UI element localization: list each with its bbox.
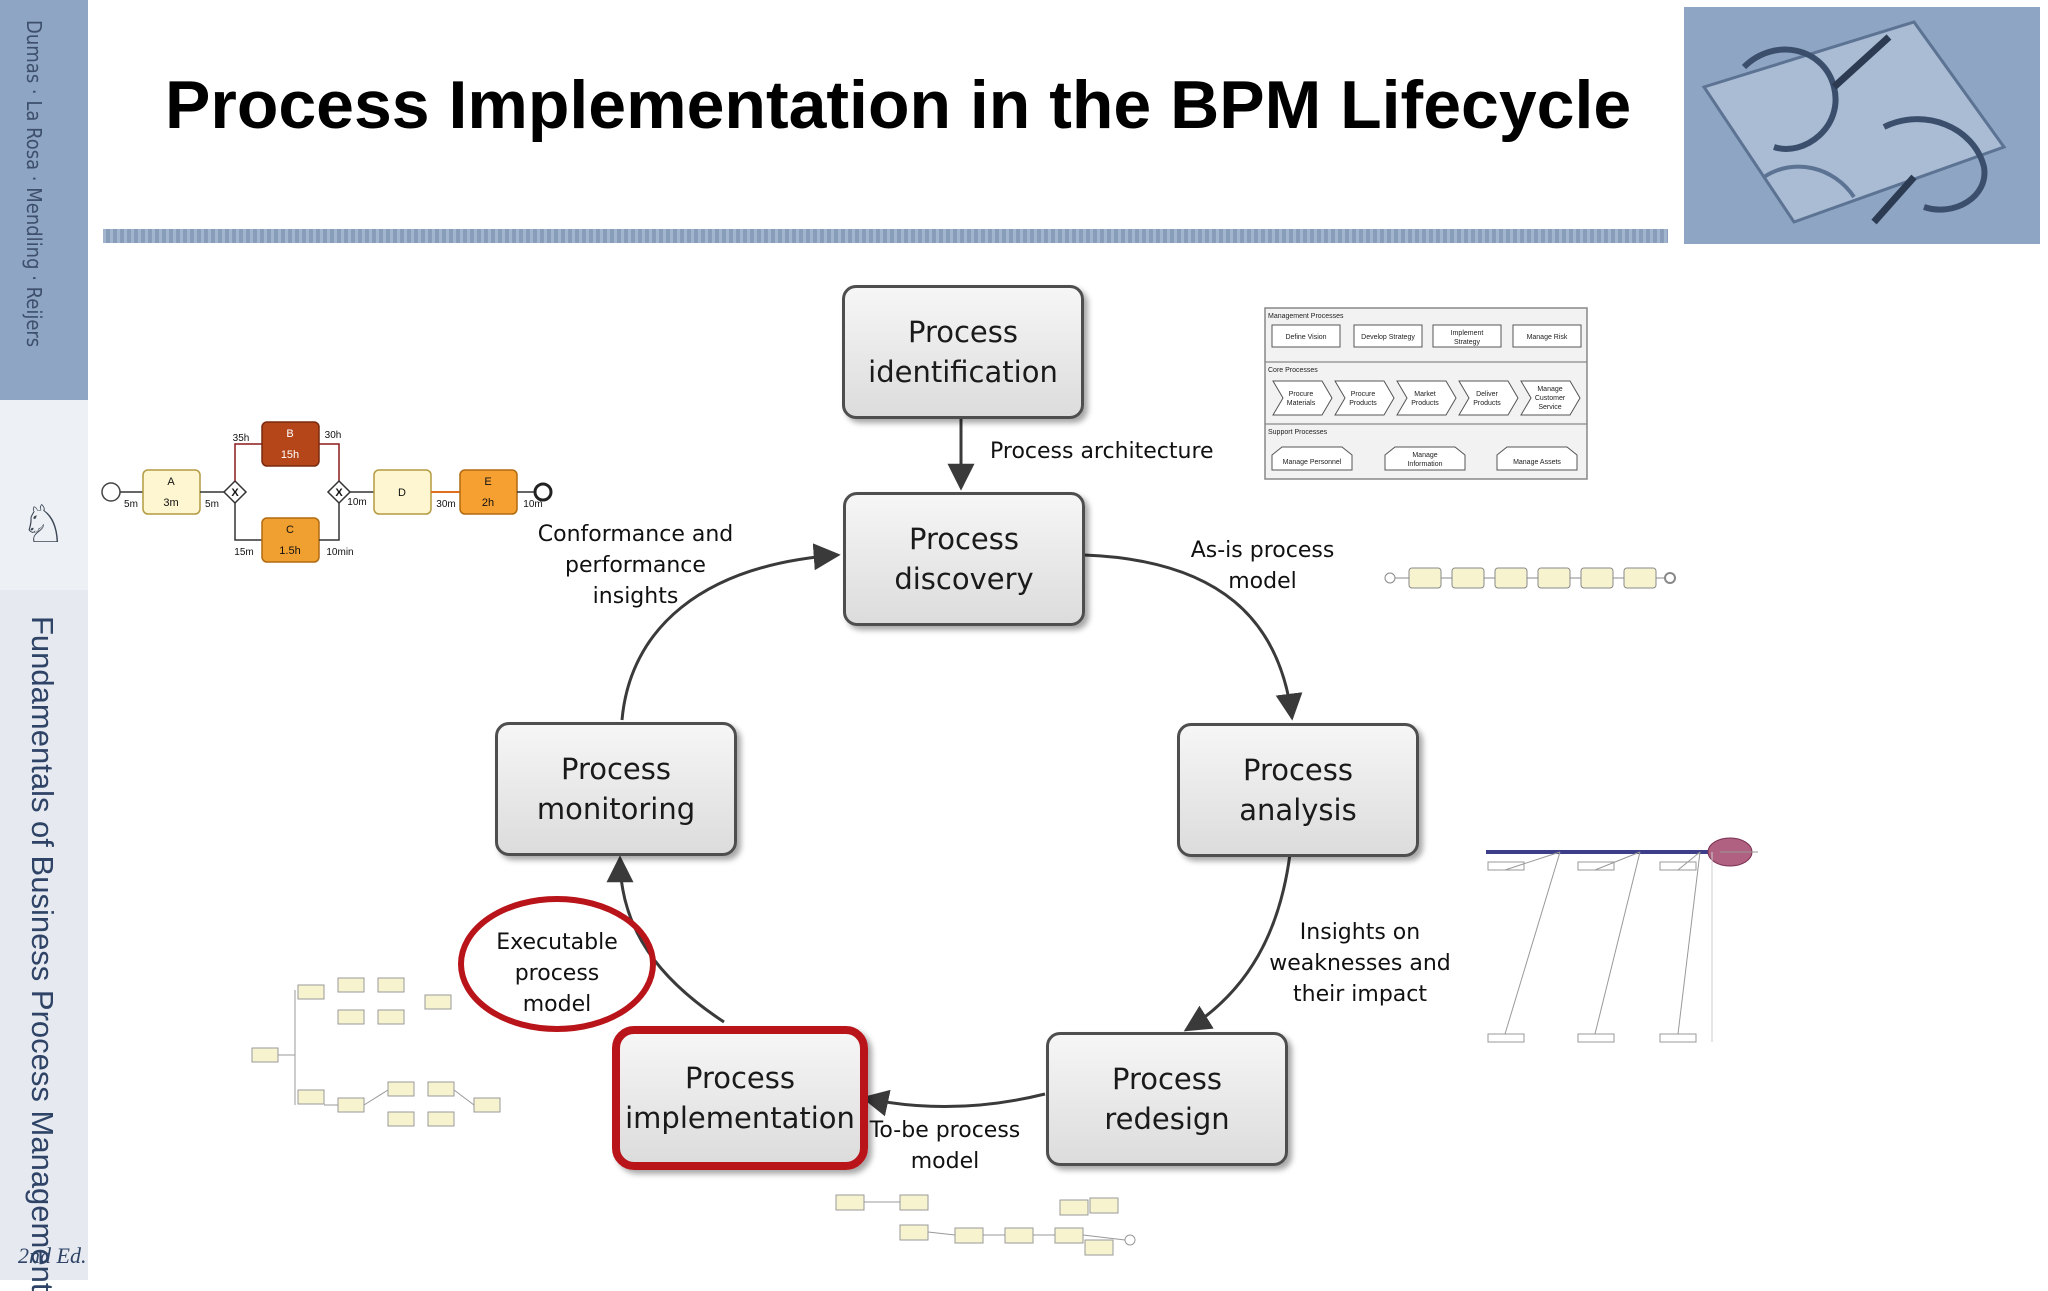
svg-text:Information: Information xyxy=(1407,461,1442,468)
svg-text:Products: Products xyxy=(1349,400,1377,407)
svg-text:Manage Assets: Manage Assets xyxy=(1513,459,1561,466)
svg-text:35h: 35h xyxy=(233,433,250,444)
arrow-discovery-to-analysis xyxy=(1083,553,1303,721)
svg-text:1.5h: 1.5h xyxy=(279,545,300,557)
svg-text:Manage: Manage xyxy=(1412,452,1437,459)
label-conformance-insights: Conformance and performance insights xyxy=(537,522,734,609)
sidebar-bottom-band xyxy=(0,590,88,1280)
sidebar-top-band xyxy=(0,0,88,400)
title-rule xyxy=(103,229,1668,243)
svg-text:Support Processes: Support Processes xyxy=(1268,429,1328,436)
svg-text:Define Vision: Define Vision xyxy=(1285,334,1326,341)
svg-text:10min: 10min xyxy=(326,547,353,558)
svg-text:3m: 3m xyxy=(163,497,178,509)
label-executable-model: Executable process model xyxy=(496,930,618,1017)
svg-text:D: D xyxy=(398,487,406,499)
node-process-monitoring: Process monitoring xyxy=(495,722,737,856)
svg-text:Manage Risk: Manage Risk xyxy=(1527,334,1568,341)
node-process-discovery: Process discovery xyxy=(843,492,1085,626)
knight-logo-icon: ♘ xyxy=(20,495,67,555)
svg-text:X: X xyxy=(231,487,239,499)
node-process-analysis: Process analysis xyxy=(1177,723,1419,857)
svg-text:B: B xyxy=(286,428,293,440)
book-sidebar: Dumas · La Rosa · Mendling · Reijers ♘ F… xyxy=(0,0,88,1291)
svg-text:Develop Strategy: Develop Strategy xyxy=(1361,334,1415,341)
svg-text:30m: 30m xyxy=(436,499,455,510)
label-to-be-model: To-be process model xyxy=(869,1118,1021,1174)
svg-text:Procure: Procure xyxy=(1351,391,1376,398)
svg-text:E: E xyxy=(484,476,491,488)
executable-model-highlight xyxy=(458,896,656,1032)
svg-text:Manage: Manage xyxy=(1537,386,1562,393)
svg-text:X: X xyxy=(335,487,343,499)
svg-text:C: C xyxy=(286,524,294,536)
svg-text:Manage Personnel: Manage Personnel xyxy=(1283,459,1342,466)
svg-text:Implement: Implement xyxy=(1451,330,1484,337)
svg-text:Customer: Customer xyxy=(1535,395,1566,402)
arrow-analysis-to-redesign xyxy=(1183,853,1292,1032)
to-be-model-thumb xyxy=(835,1194,1136,1256)
drawing-hands-image xyxy=(1684,7,2040,244)
svg-text:5m: 5m xyxy=(205,499,219,510)
label-as-is-model: As-is process model xyxy=(1190,538,1335,594)
svg-text:Products: Products xyxy=(1473,400,1501,407)
executable-model-thumb xyxy=(251,977,501,1127)
node-process-redesign: Process redesign xyxy=(1046,1032,1288,1166)
svg-text:Service: Service xyxy=(1538,404,1561,411)
svg-text:Procure: Procure xyxy=(1289,391,1314,398)
architecture-thumb: Management Processes Core Processes Supp… xyxy=(1264,307,1588,480)
svg-text:Products: Products xyxy=(1411,400,1439,407)
as-is-model-thumb xyxy=(1384,567,1676,589)
node-process-identification: Process identification xyxy=(842,285,1084,419)
bpmn-example-thumb: A 3m X B 15h C 1.5h X D E 2h 5m 5m 35h 3… xyxy=(101,421,553,563)
svg-text:15h: 15h xyxy=(281,449,299,461)
svg-text:10m: 10m xyxy=(347,497,366,508)
svg-text:Deliver: Deliver xyxy=(1476,391,1498,398)
svg-text:A: A xyxy=(167,476,175,488)
node-process-implementation: Process implementation xyxy=(612,1026,868,1170)
edition-label: 2nd Ed. xyxy=(18,1243,87,1268)
svg-text:Core Processes: Core Processes xyxy=(1268,367,1318,374)
svg-text:5m: 5m xyxy=(124,499,138,510)
label-process-architecture: Process architecture xyxy=(990,439,1214,464)
label-insights-weaknesses: Insights on weaknesses and their impact xyxy=(1269,920,1451,1007)
fishbone-thumb xyxy=(1486,837,1758,1043)
svg-text:Market: Market xyxy=(1414,391,1435,398)
svg-text:30h: 30h xyxy=(325,430,342,441)
svg-text:Management Processes: Management Processes xyxy=(1268,313,1344,320)
svg-text:Materials: Materials xyxy=(1287,400,1316,407)
svg-text:2h: 2h xyxy=(482,497,494,509)
slide-title: Process Implementation in the BPM Lifecy… xyxy=(165,67,1632,143)
arrow-monitoring-to-discovery xyxy=(620,543,841,721)
arrow-redesign-to-implementation xyxy=(861,1089,1046,1117)
svg-text:Strategy: Strategy xyxy=(1454,339,1481,346)
svg-text:15m: 15m xyxy=(234,547,253,558)
svg-text:10m: 10m xyxy=(523,499,542,510)
